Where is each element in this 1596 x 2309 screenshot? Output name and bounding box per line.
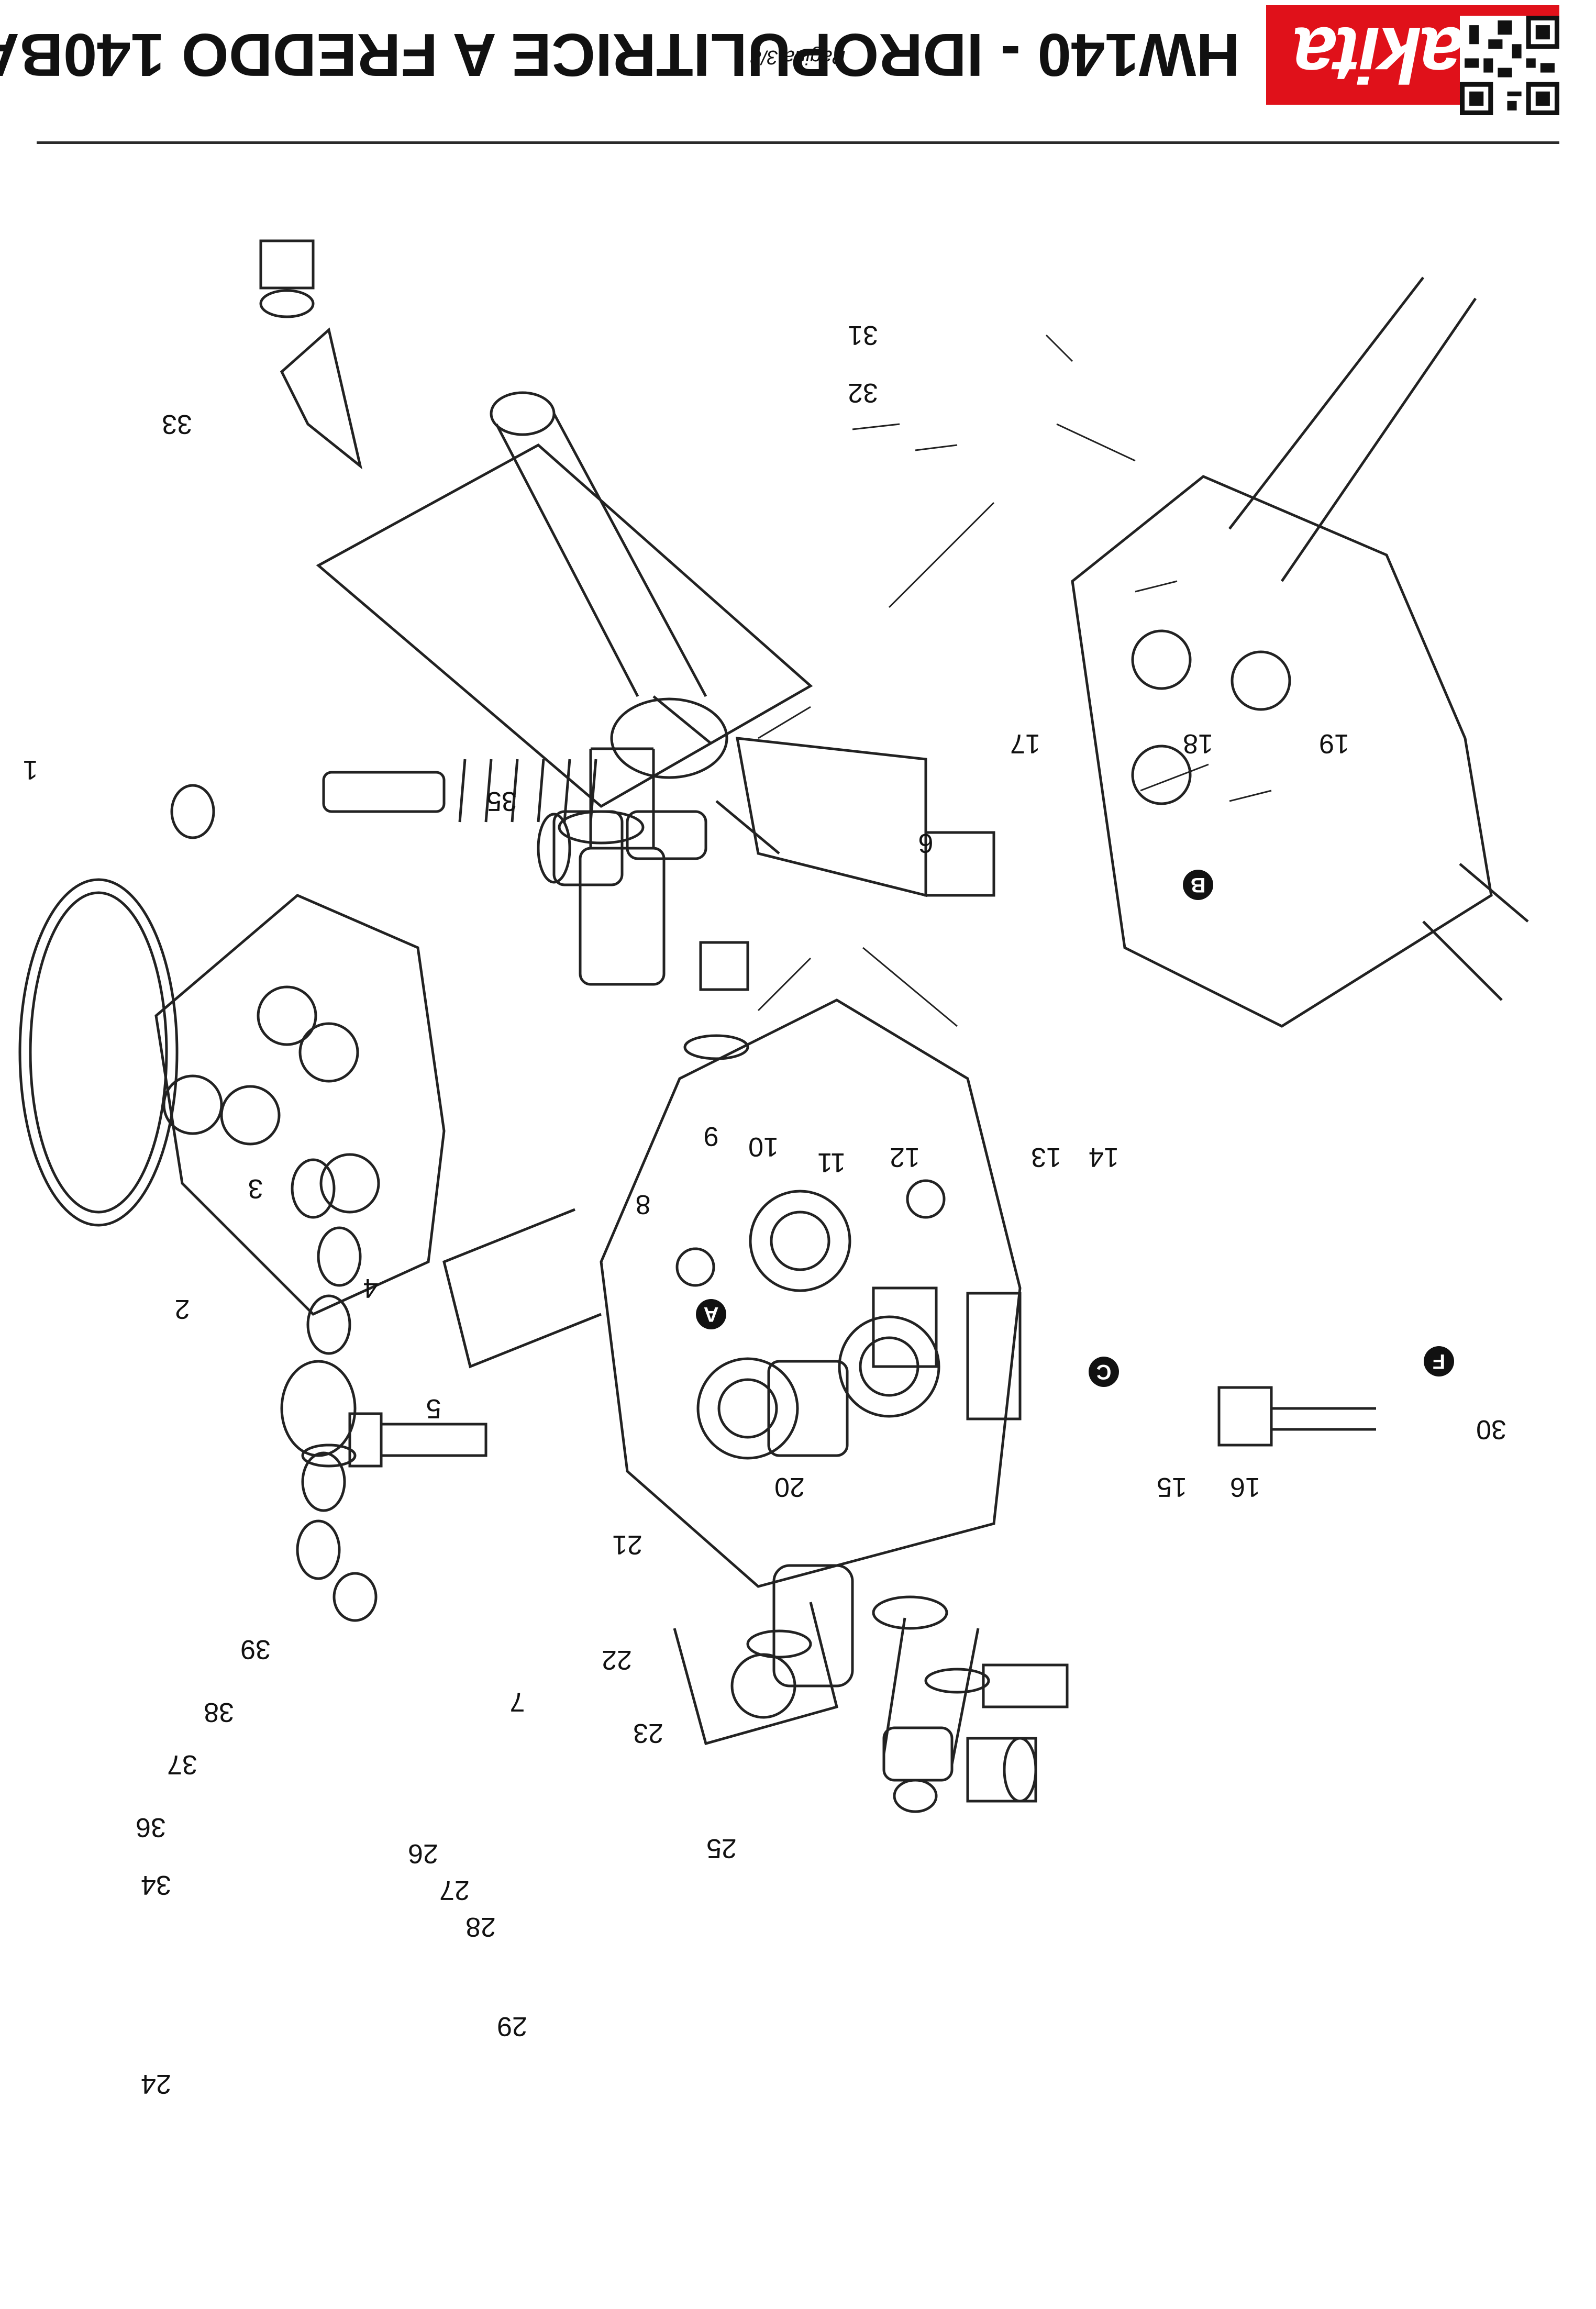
callout-38: 38	[204, 1697, 234, 1727]
marker-c: C	[1089, 1357, 1119, 1387]
callout-3: 3	[248, 1173, 263, 1204]
callout-21: 21	[612, 1529, 642, 1560]
callout-6a: 6	[918, 828, 934, 858]
marker-a: A	[696, 1299, 726, 1329]
callout-26: 26	[408, 1838, 438, 1869]
callout-29: 29	[497, 2011, 527, 2041]
callout-18: 18	[1183, 728, 1213, 759]
callout-4: 4	[363, 1273, 379, 1303]
callout-30: 30	[1476, 1414, 1506, 1445]
oring-part-30	[18, 878, 179, 1227]
callout-9: 9	[703, 1121, 719, 1151]
callout-17: 17	[1010, 728, 1040, 759]
callout-35: 35	[486, 786, 517, 816]
page-number: Pagina 3/8	[750, 46, 846, 68]
callout-39: 39	[240, 1634, 271, 1664]
valve-assembly-lower	[537, 695, 995, 991]
marker-f: F	[1424, 1346, 1454, 1376]
callout-2: 2	[174, 1294, 190, 1324]
callout-31: 31	[848, 320, 878, 350]
callout-10: 10	[748, 1131, 779, 1162]
callout-33: 33	[162, 409, 192, 439]
callout-36: 36	[136, 1812, 166, 1842]
callout-8: 8	[635, 1189, 651, 1219]
cover-part-16	[154, 894, 446, 1316]
callout-1: 1	[23, 754, 38, 785]
callout-23: 23	[633, 1718, 663, 1748]
spring-part-17	[458, 759, 597, 823]
callout-5: 5	[426, 1393, 441, 1424]
plunger-part-18	[322, 771, 446, 813]
valve-part-32	[259, 239, 363, 470]
bolt-part-3	[1217, 1386, 1376, 1447]
outlet-assembly	[746, 1286, 1069, 1813]
oring-part-6-a	[924, 1668, 990, 1694]
callout-7: 7	[509, 1686, 525, 1717]
callout-25: 25	[706, 1833, 737, 1863]
callout-11: 11	[817, 1147, 846, 1178]
screw-part-15	[348, 1412, 487, 1468]
leader-lines	[757, 334, 1272, 1027]
callout-28: 28	[465, 1912, 496, 1942]
manifold-part-33	[1071, 276, 1529, 1028]
callout-15: 15	[1157, 1472, 1187, 1502]
nipple-part-7	[316, 391, 813, 808]
callout-37: 37	[167, 1749, 197, 1780]
callout-14: 14	[1089, 1142, 1119, 1172]
qr-code-icon	[1460, 16, 1559, 115]
callout-27: 27	[439, 1875, 470, 1905]
oring-part-6-b	[301, 1444, 357, 1468]
callout-32: 32	[848, 378, 878, 408]
ring-part-19	[170, 784, 215, 839]
pump-head-part-2	[442, 998, 1022, 1746]
plug-part-1	[966, 1737, 1037, 1803]
callout-34: 34	[141, 1870, 171, 1900]
callout-16: 16	[1230, 1472, 1260, 1502]
callout-24: 24	[141, 2069, 171, 2099]
seal-stack	[280, 1158, 378, 1622]
oring-part-4	[683, 1034, 749, 1060]
callout-19: 19	[1319, 728, 1349, 759]
callout-12: 12	[890, 1142, 920, 1172]
callout-22: 22	[602, 1645, 632, 1675]
callout-20: 20	[774, 1472, 805, 1502]
callout-13: 13	[1031, 1142, 1061, 1172]
marker-b: B	[1183, 870, 1213, 900]
